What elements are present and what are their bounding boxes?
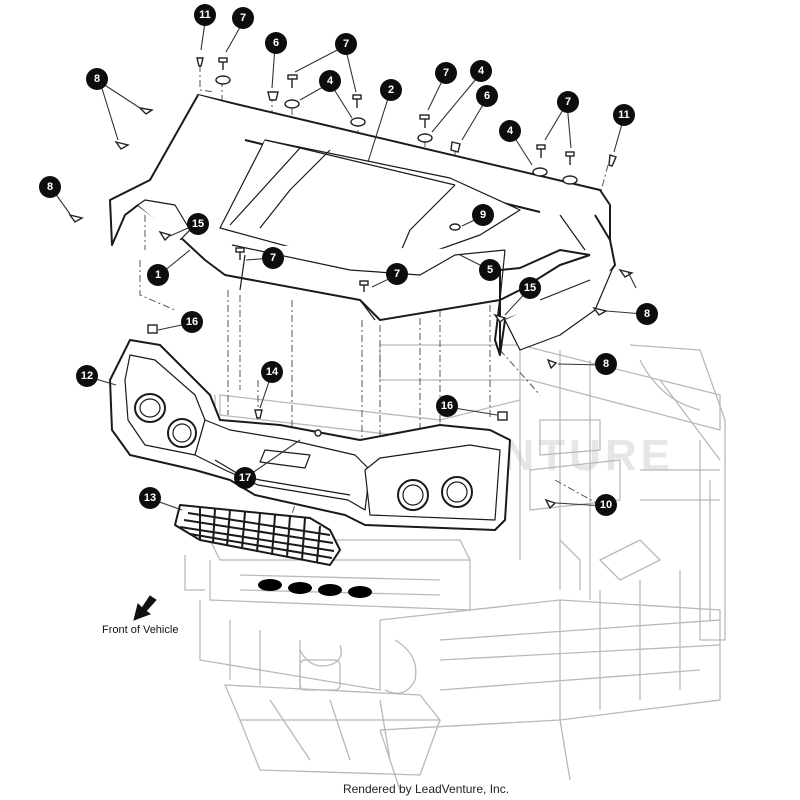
callout-5-right-panel: 5 xyxy=(479,259,501,281)
svg-text:15: 15 xyxy=(524,282,536,294)
callout-1-left-panel: 1 xyxy=(147,264,169,286)
callout-8-right: 8 xyxy=(636,303,658,325)
callout-14: 14 xyxy=(261,361,283,383)
front-fascia xyxy=(109,339,511,531)
callout-6-left: 6 xyxy=(265,32,287,54)
svg-text:17: 17 xyxy=(239,472,251,484)
callout-11-right: 11 xyxy=(613,104,635,126)
hardware-fasteners xyxy=(68,57,634,510)
svg-text:7: 7 xyxy=(443,67,449,79)
front-grille xyxy=(174,504,341,566)
svg-text:15: 15 xyxy=(192,218,204,230)
svg-text:4: 4 xyxy=(507,125,514,137)
callout-7-top-left: 7 xyxy=(232,7,254,29)
front-of-vehicle-label: Front of Vehicle xyxy=(102,624,178,636)
callout-8-left: 8 xyxy=(39,176,61,198)
callout-16-left: 16 xyxy=(181,311,203,333)
svg-text:7: 7 xyxy=(343,38,349,50)
callout-2-hood: 2 xyxy=(380,79,402,101)
callout-7-right: 7 xyxy=(557,91,579,113)
footer-credit: Rendered by LeadVenture, Inc. xyxy=(343,782,509,796)
svg-text:6: 6 xyxy=(273,37,279,49)
front-direction-arrow-icon xyxy=(133,595,157,621)
svg-text:8: 8 xyxy=(603,358,609,370)
svg-text:8: 8 xyxy=(47,181,53,193)
callout-4-left: 4 xyxy=(319,70,341,92)
svg-text:4: 4 xyxy=(327,75,334,87)
callout-7-upper-middle: 7 xyxy=(335,33,357,55)
svg-text:16: 16 xyxy=(186,316,198,328)
svg-text:7: 7 xyxy=(565,96,571,108)
svg-text:11: 11 xyxy=(618,109,630,121)
svg-text:7: 7 xyxy=(240,12,246,24)
callout-17: 17 xyxy=(234,467,256,489)
svg-text:4: 4 xyxy=(478,65,485,77)
callout-7-lower-center: 7 xyxy=(386,263,408,285)
callout-10: 10 xyxy=(595,494,617,516)
callout-8-top-left: 8 xyxy=(86,68,108,90)
svg-text:7: 7 xyxy=(394,268,400,280)
right-side-panel xyxy=(494,214,616,356)
svg-text:2: 2 xyxy=(388,84,394,96)
svg-text:13: 13 xyxy=(144,492,156,504)
callout-6-right: 6 xyxy=(476,85,498,107)
callout-15-left: 15 xyxy=(187,213,209,235)
callout-4-right: 4 xyxy=(499,120,521,142)
callout-8-frame: 8 xyxy=(595,353,617,375)
callout-16-right: 16 xyxy=(436,395,458,417)
callout-7-lower-left: 7 xyxy=(262,247,284,269)
callout-15-right: 15 xyxy=(519,277,541,299)
callout-12-fascia: 12 xyxy=(76,365,98,387)
alignment-lines xyxy=(139,65,609,521)
callout-7-center: 7 xyxy=(435,62,457,84)
svg-text:14: 14 xyxy=(266,366,279,378)
svg-text:7: 7 xyxy=(270,252,276,264)
svg-text:8: 8 xyxy=(644,308,650,320)
callout-9: 9 xyxy=(472,204,494,226)
svg-text:11: 11 xyxy=(199,9,211,21)
svg-text:10: 10 xyxy=(600,499,612,511)
vehicle-frame xyxy=(184,344,726,791)
callout-13-grille: 13 xyxy=(139,487,161,509)
callout-11-top-left: 11 xyxy=(194,4,216,26)
svg-text:16: 16 xyxy=(441,400,453,412)
svg-text:5: 5 xyxy=(487,264,493,276)
callout-4-center: 4 xyxy=(470,60,492,82)
svg-text:9: 9 xyxy=(480,209,486,221)
svg-text:8: 8 xyxy=(94,73,100,85)
svg-text:6: 6 xyxy=(484,90,490,102)
svg-text:1: 1 xyxy=(155,269,161,281)
svg-text:12: 12 xyxy=(81,370,93,382)
